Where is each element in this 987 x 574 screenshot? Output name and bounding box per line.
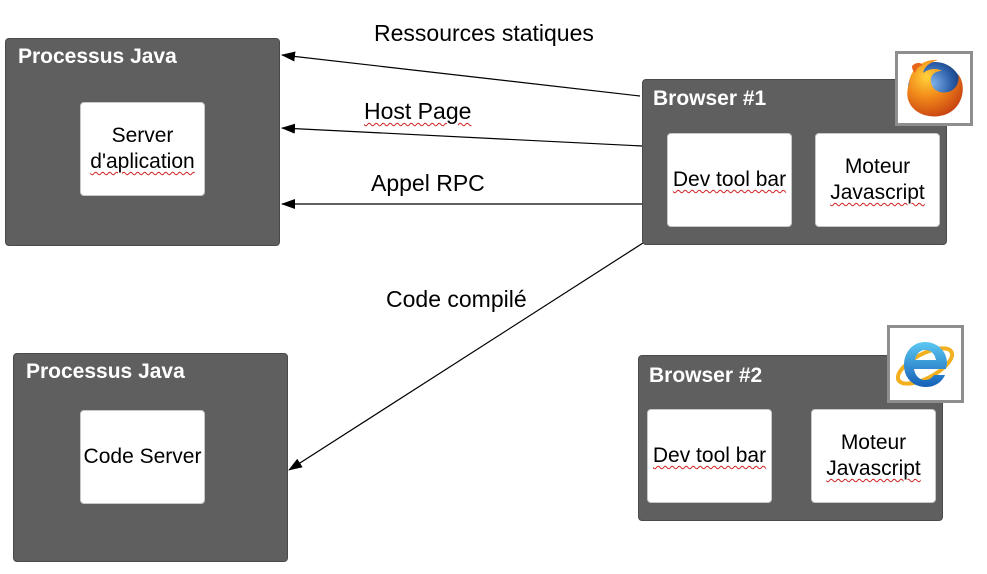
firefox-icon-graphic (907, 59, 963, 117)
host-page-label-text: Host Page (364, 98, 472, 124)
server-label-line2: d'aplication (90, 150, 195, 173)
browser-2-engine-line1: Moteur (840, 431, 907, 454)
process-java-top: Processus Java Server d'aplication (5, 38, 280, 246)
edge-label-ressources-statiques: Ressources statiques (374, 20, 594, 46)
internet-explorer-icon (887, 325, 964, 403)
process-java-top-title: Processus Java (18, 45, 177, 68)
arrow-host-page (281, 123, 643, 147)
edge-label-appel-rpc: Appel RPC (371, 170, 485, 196)
browser-1-dev-tool-bar: Dev tool bar (667, 133, 792, 227)
server-label-line1: Server (111, 124, 174, 147)
browser-2-engine-line2: Javascript (826, 457, 921, 480)
browser-2-dev-tool-bar: Dev tool bar (647, 409, 772, 503)
arrow-ressources-statiques (281, 51, 641, 97)
browser-1-engine-line2: Javascript (830, 181, 925, 204)
edge-label-code-compile: Code compilé (386, 286, 527, 312)
browser-1-js-engine: Moteur Javascript (815, 133, 940, 227)
edge-label-host-page: Host Page (364, 98, 471, 125)
browser-2-dev-tool-bar-label: Dev tool bar (652, 444, 767, 467)
internet-explorer-icon-graphic (895, 342, 955, 387)
process-java-bottom-title: Processus Java (26, 360, 185, 383)
code-server-node: Code Server (80, 410, 205, 504)
server-application-node: Server d'aplication (80, 102, 205, 196)
browser-2-title: Browser #2 (649, 364, 763, 387)
browser-1-engine-line1: Moteur (844, 155, 911, 178)
browser-1-dev-tool-bar-label: Dev tool bar (672, 168, 787, 191)
code-server-label: Code Server (84, 444, 202, 470)
browser-1-title: Browser #1 (653, 87, 767, 110)
firefox-icon (895, 51, 973, 126)
browser-2-js-engine: Moteur Javascript (811, 409, 936, 503)
arrow-code-compile (288, 242, 644, 471)
process-java-bottom: Processus Java Code Server (13, 353, 288, 562)
code-server-label-text: Code Server (83, 445, 202, 468)
